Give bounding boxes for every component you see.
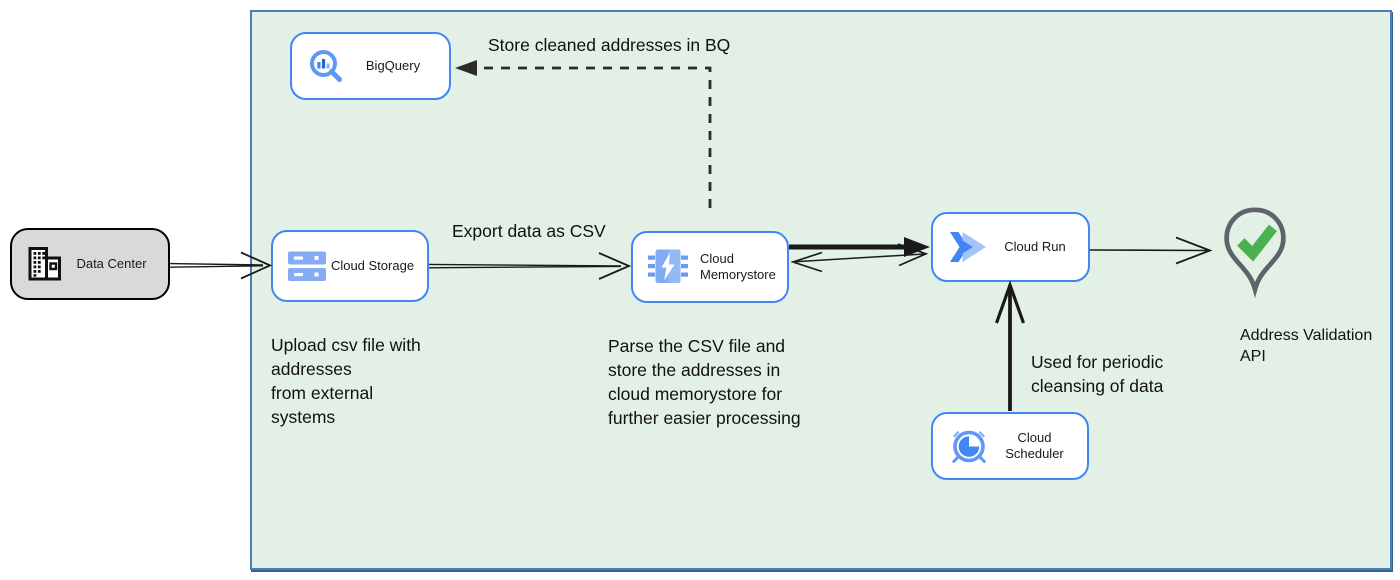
annotation-address-validation-api: Address Validation API	[1240, 327, 1373, 365]
building-icon	[27, 246, 63, 282]
annotation-store-bq: Store cleaned addresses in BQ	[488, 35, 731, 55]
node-label: BigQuery	[365, 58, 421, 73]
node-cloud-memorystore[interactable]: Cloud Memorystore	[631, 231, 789, 303]
address-validation-pin[interactable]	[1220, 206, 1290, 317]
cloud-storage-buckets-icon	[288, 251, 326, 282]
annotation-upload-csv: Upload csv file with addresses from exte…	[271, 335, 421, 427]
scheduler-clock-icon	[948, 426, 990, 466]
node-cloud-storage[interactable]: Cloud Storage	[271, 230, 429, 302]
annotation-periodic-cleansing: Used for periodic cleansing of data	[1031, 352, 1164, 396]
bigquery-magnifier-icon	[307, 47, 345, 85]
node-label: Cloud Scheduler	[1005, 430, 1064, 461]
node-bigquery[interactable]: BigQuery	[290, 32, 451, 100]
node-cloud-run[interactable]: Cloud Run	[931, 212, 1090, 282]
memorystore-chip-icon	[648, 248, 688, 286]
gcp-container	[250, 10, 1392, 570]
map-pin-check-icon	[1220, 207, 1290, 316]
node-label: Data Center	[76, 256, 147, 271]
node-label: Cloud Run	[1004, 239, 1066, 254]
annotation-parse-csv: Parse the CSV file and store the address…	[608, 336, 801, 428]
node-cloud-scheduler[interactable]: Cloud Scheduler	[931, 412, 1089, 480]
node-data-center[interactable]: Data Center	[10, 228, 170, 300]
annotation-export-csv: Export data as CSV	[452, 221, 606, 241]
node-label: Cloud Memorystore	[700, 251, 776, 282]
cloud-run-chevron-icon	[948, 231, 990, 263]
node-label: Cloud Storage	[330, 258, 415, 273]
